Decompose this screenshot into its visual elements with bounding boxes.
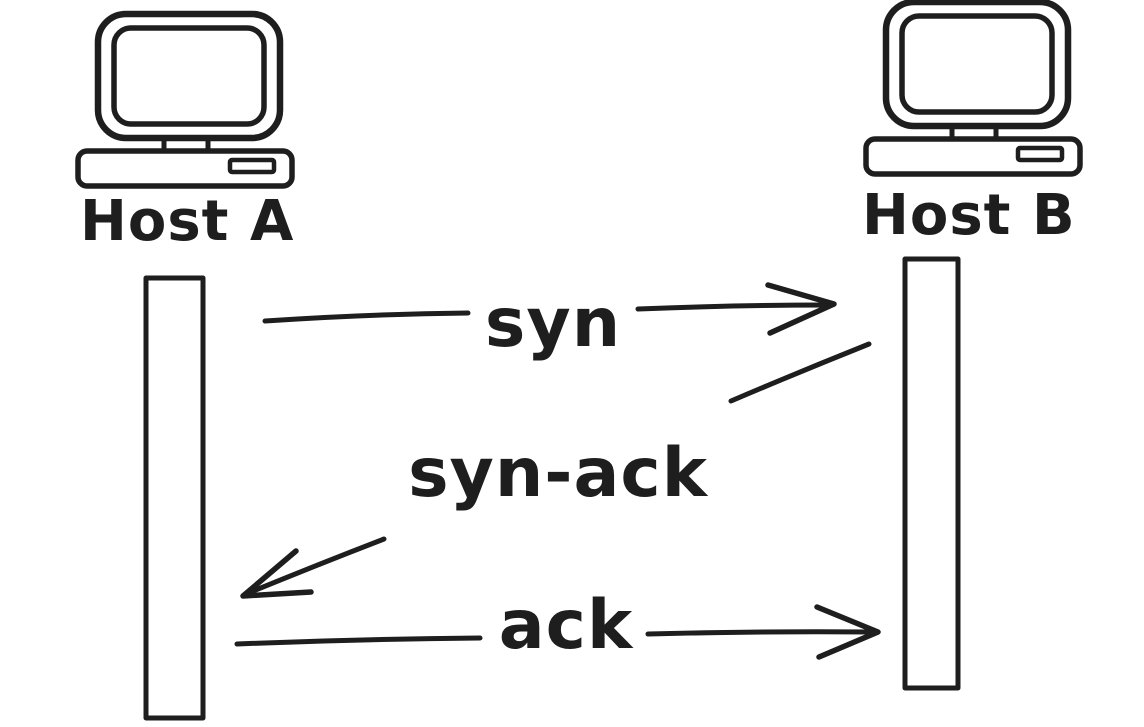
arrow-syn-ack [240,341,872,599]
message-label-syn-ack: syn-ack [408,434,708,513]
message-label-ack: ack [498,586,634,665]
host-b-label: Host B [862,183,1076,248]
host-a-label: Host A [80,189,295,254]
lifeline-host-a [143,275,206,721]
desktop-computer-icon [78,14,292,186]
arrowhead-right-icon [814,604,881,660]
message-label-syn: syn [484,284,622,363]
arrow-ack [234,604,881,660]
arrow-syn [262,282,837,336]
arrowhead-right-icon [765,282,837,336]
arrowhead-left-icon [240,548,314,599]
desktop-computer-icon [866,2,1080,174]
lifeline-host-b [902,256,961,691]
